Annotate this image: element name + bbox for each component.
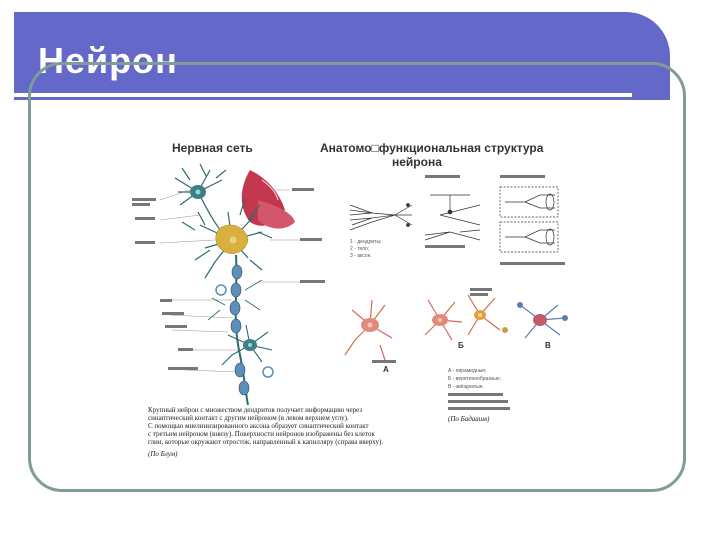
legend-line-1: 1 - дендриты; (350, 239, 381, 245)
slide-title-bar: Нейрон (14, 12, 670, 100)
right-figure-title-line1: Анатомо□функциональная структура (320, 141, 544, 155)
right-legend-line-2: Б - веретенообразные; (448, 376, 501, 382)
caption-line-4: с третьим нейроном (внизу). Поверхности … (148, 430, 375, 438)
right-figure-title-line2: нейрона (392, 155, 442, 169)
neural-network-drawing (132, 163, 325, 406)
right-legend-line-1: А - пирамидные; (448, 368, 487, 374)
label-b: Б (458, 341, 464, 350)
neuron-schematics (349, 186, 559, 253)
legend-line-3: 3 - аксон. (350, 253, 372, 259)
neuron-types-drawing (344, 288, 568, 363)
caption-line-5: глии, которые окружают отросток, направл… (148, 438, 383, 446)
caption-line-2: синаптический контакт с другим нейроном … (148, 414, 349, 422)
legend-line-2: 2 - тело; (350, 246, 369, 252)
title-underline (14, 93, 632, 97)
label-v: В (545, 341, 551, 350)
right-legend-line-3: В - звёздчатые. (448, 384, 484, 390)
caption-line-1: Крупный нейрон с множеством дендритов по… (148, 406, 362, 414)
caption-attribution: (По Блум) (148, 450, 178, 458)
right-attribution: (По Бадаашв) (448, 415, 490, 423)
right-legend-extra (448, 393, 510, 410)
label-a: А (383, 365, 389, 374)
content-frame (28, 62, 686, 492)
schematic-labels (425, 175, 565, 265)
caption-line-3: С помощью миелинизированного аксона обра… (148, 422, 369, 430)
left-figure-title: Нервная сеть (172, 141, 253, 155)
